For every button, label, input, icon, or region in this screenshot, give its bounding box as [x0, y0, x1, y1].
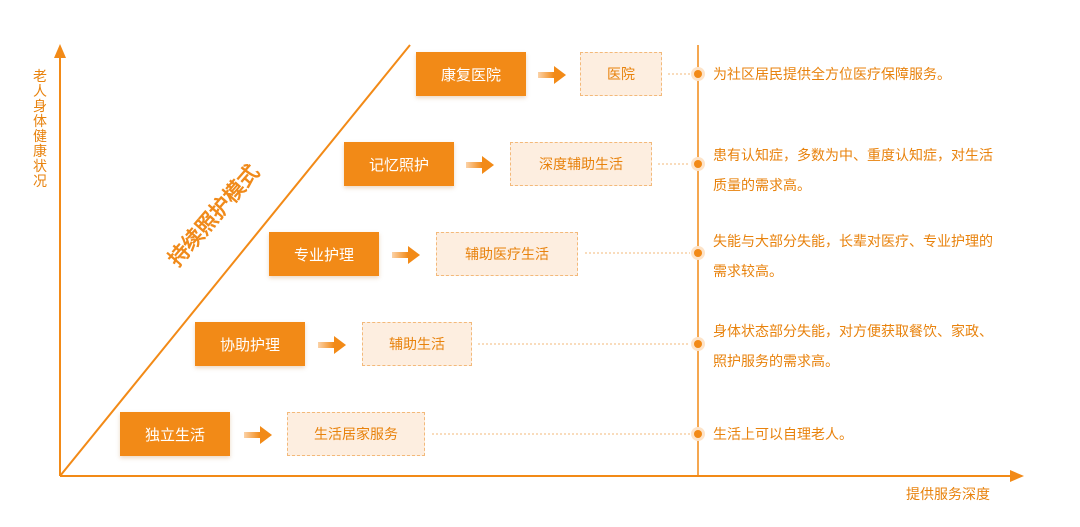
diagonal-line	[59, 44, 411, 477]
level-1-dot	[694, 70, 702, 78]
level-2-desc-line2: 质量的需求高。	[713, 178, 811, 194]
level-4-desc-line1: 身体状态部分失能，对方便获取餐饮、家政、	[713, 324, 993, 340]
level-3-dot	[694, 249, 702, 257]
level-5-desc-line1: 生活上可以自理老人。	[713, 427, 853, 443]
level-3-desc-line2: 需求较高。	[713, 264, 783, 280]
level-2-desc-line1: 患有认知症，多数为中、重度认知症，对生活	[713, 148, 993, 164]
arrows	[244, 66, 566, 444]
level-4-dot	[694, 340, 702, 348]
level-box-rehab-hospital: 康复医院	[416, 52, 526, 96]
y-axis-arrowhead	[54, 44, 66, 58]
level-box-professional-nursing: 专业护理	[269, 232, 379, 276]
service-box-hospital: 医院	[580, 52, 662, 96]
level-box-independent-living: 独立生活	[120, 412, 230, 456]
service-box-assisted-medical-living: 辅助医疗生活	[436, 232, 578, 276]
y-axis-label: 老人身体健康状况	[33, 69, 47, 190]
level-3-desc-line1: 失能与大部分失能，长辈对医疗、专业护理的	[713, 234, 993, 250]
x-axis-label: 提供服务深度	[906, 487, 990, 503]
level-5-dot	[694, 430, 702, 438]
service-box-deep-assisted-living: 深度辅助生活	[510, 142, 652, 186]
x-axis-arrowhead	[1010, 470, 1024, 482]
level-box-assisted-care: 协助护理	[195, 322, 305, 366]
service-box-home-living-service: 生活居家服务	[287, 412, 425, 456]
level-box-memory-care: 记忆照护	[344, 142, 454, 186]
service-box-assisted-living: 辅助生活	[362, 322, 472, 366]
level-4-desc-line2: 照护服务的需求高。	[713, 354, 839, 370]
level-2-dot	[694, 160, 702, 168]
level-1-desc-line1: 为社区居民提供全方位医疗保障服务。	[713, 67, 951, 83]
